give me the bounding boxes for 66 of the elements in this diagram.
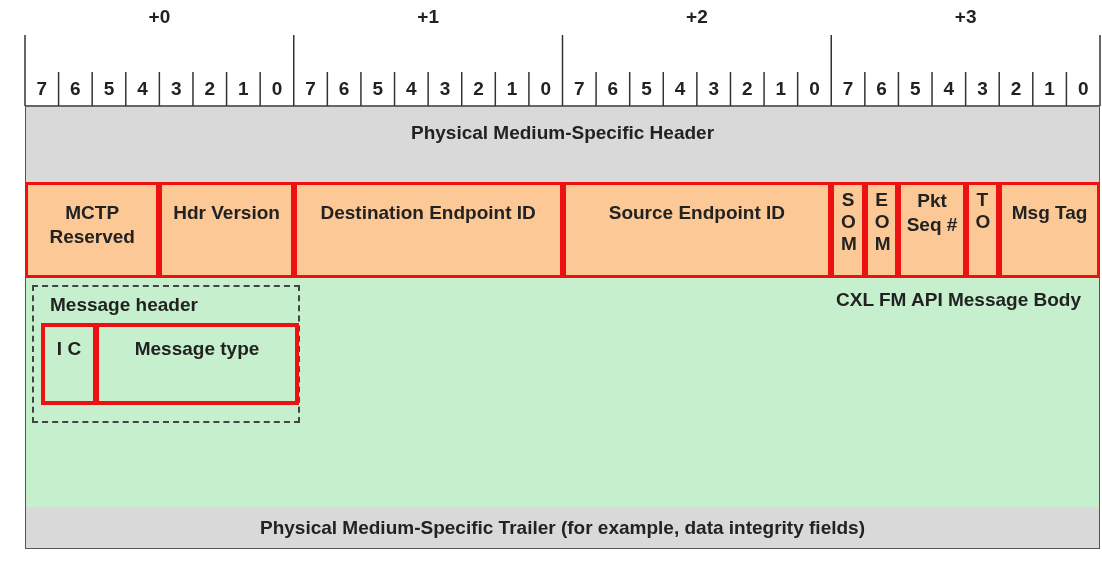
header-field xyxy=(25,182,160,278)
bit-number-label: 2 xyxy=(473,78,484,100)
bit-number-label: 0 xyxy=(809,78,820,100)
bit-number-label: 0 xyxy=(271,78,283,100)
field-label: S O M xyxy=(841,189,856,255)
bit-number-label: 7 xyxy=(842,78,854,100)
bit-number-label: 2 xyxy=(1010,78,1022,100)
field-label: I C xyxy=(56,337,82,361)
bit-number-label: 3 xyxy=(170,78,182,100)
header-field xyxy=(562,182,832,278)
band xyxy=(25,107,1100,182)
bit-number-label: 7 xyxy=(36,78,48,100)
header-field xyxy=(831,182,865,278)
bit-number-label: 7 xyxy=(305,78,316,100)
bit-number-label: 5 xyxy=(372,78,383,100)
header-field xyxy=(293,182,563,278)
message-body-area xyxy=(25,278,1100,507)
byte-offset-label: +1 xyxy=(417,6,439,28)
header-field xyxy=(41,323,97,405)
field-label: Source Endpoint ID xyxy=(608,201,785,225)
bit-number-label: 2 xyxy=(204,78,216,100)
header-field xyxy=(965,182,1000,278)
byte-offset-label: +2 xyxy=(686,6,708,28)
dashed-group-box xyxy=(32,285,300,423)
header-field xyxy=(864,182,899,278)
field-label: Destination Endpoint ID xyxy=(320,201,536,225)
field-label: Hdr Version xyxy=(173,201,280,225)
bit-number-label: 0 xyxy=(540,78,551,100)
header-field xyxy=(898,182,966,278)
header-field xyxy=(999,182,1100,278)
bit-number-label: 6 xyxy=(876,78,887,100)
byte-offset-label: +3 xyxy=(954,6,977,28)
bit-number-label: 1 xyxy=(775,78,787,100)
bit-number-label: 1 xyxy=(506,78,518,100)
field-label: Pkt Seq # xyxy=(906,189,958,237)
field-label: Msg Tag xyxy=(1011,201,1088,225)
bit-number-label: 4 xyxy=(674,78,686,100)
bit-number-label: 0 xyxy=(1077,78,1089,100)
bit-number-label: 6 xyxy=(338,78,350,100)
bit-number-label: 4 xyxy=(137,78,148,100)
byte-offset-label: +0 xyxy=(148,6,171,28)
bit-number-label: 7 xyxy=(574,78,585,100)
field-label: Physical Medium-Specific Trailer (for example, data integrity fields) xyxy=(260,515,865,540)
bit-number-label: 3 xyxy=(708,78,719,100)
field-label: T O xyxy=(975,189,990,233)
field-label: CXL FM API Message Body xyxy=(836,288,1081,312)
header-field xyxy=(95,323,299,405)
bit-number-label: 1 xyxy=(1044,78,1055,100)
bit-number-label: 5 xyxy=(641,78,652,100)
header-field xyxy=(159,182,294,278)
bit-number-label: 1 xyxy=(238,78,249,100)
bit-number-label: 5 xyxy=(103,78,115,100)
bit-number-label: 4 xyxy=(943,78,955,100)
field-label: E O M xyxy=(874,189,889,255)
bit-number-label: 6 xyxy=(607,78,619,100)
bit-number-label: 2 xyxy=(742,78,753,100)
bit-number-label: 3 xyxy=(439,78,451,100)
bit-number-label: 6 xyxy=(70,78,81,100)
bit-number-label: 3 xyxy=(977,78,988,100)
field-label: Message header xyxy=(50,293,198,317)
field-label: Message type xyxy=(134,337,260,361)
field-label: Physical Medium-Specific Header xyxy=(410,121,715,145)
bit-number-label: 4 xyxy=(406,78,417,100)
bit-number-label: 5 xyxy=(909,78,921,100)
field-label: MCTP Reserved xyxy=(48,201,136,249)
band xyxy=(25,507,1100,549)
